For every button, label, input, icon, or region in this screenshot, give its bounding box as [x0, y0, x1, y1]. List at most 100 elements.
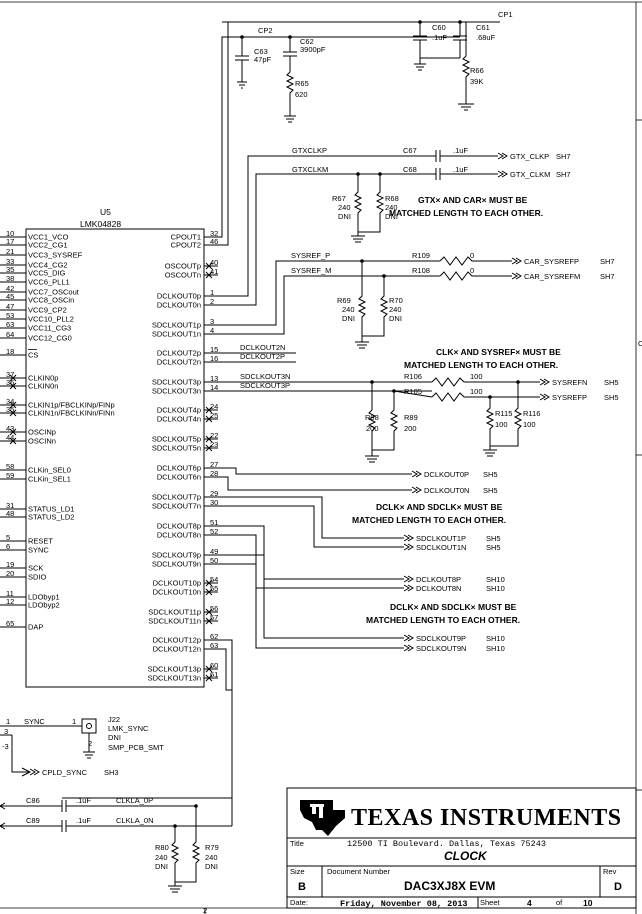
ic-pin-name: DCLKOUT4p — [157, 406, 201, 415]
offpage-net-name: SDCLKOUT9P — [416, 634, 466, 643]
offpage-sheet-ref: SH5 — [483, 470, 498, 479]
label-c86: C86 — [26, 796, 40, 805]
offpage-net-name: SYSREFN — [552, 378, 587, 387]
ic-pin-number: 33 — [6, 257, 14, 266]
sheet-total: 10 — [583, 898, 593, 908]
net-sysref-p: SYSREF_P — [291, 251, 330, 260]
dni-r70: DNI — [389, 314, 402, 323]
value-r105: 100 — [470, 387, 483, 396]
sheet-label: Sheet — [480, 898, 501, 907]
value-c63: 47pF — [254, 55, 272, 64]
pin-j22-1: 1 — [72, 717, 76, 726]
label-r69: R69 — [337, 296, 351, 305]
label-c89: C89 — [26, 816, 40, 825]
offpage-sheet-ref: SH3 — [104, 768, 119, 777]
offpage-cpld-sync[interactable]: CPLD_SYNC SH3 — [29, 768, 119, 777]
ic-pin-number: 63 — [210, 641, 218, 650]
ic-pin-name: OSCINn — [28, 437, 56, 446]
ic-pin-name: VCC4_CG2 — [28, 261, 68, 270]
note-dclk-sdclk-a: DCLK× AND SDCLK× MUST BE — [376, 502, 503, 512]
offpage-net-name: GTX_CLKP — [510, 152, 549, 161]
value-c68: .1uF — [453, 165, 468, 174]
ic-pin-number: 12 — [6, 597, 14, 606]
ic-pin-name: RESET — [28, 537, 53, 546]
note-dclk-sdclk-b-2: MATCHED LENGTH TO EACH OTHER. — [366, 615, 520, 625]
ic-pin-number: 62 — [210, 632, 218, 641]
net-dclkout2n: DCLKOUT2N — [240, 343, 285, 352]
ic-pin-name: VCC7_OSCout — [28, 288, 80, 297]
label-j22: J22 — [108, 715, 120, 724]
ic-pin-name: DAP — [28, 623, 43, 632]
ic-pin-name: DCLKOUT12p — [153, 636, 201, 645]
ic-pin-number: 22 — [210, 431, 218, 440]
ic-pin-name: SDCLKOUT7n — [152, 502, 201, 511]
pin-sync-m3: -3 — [2, 742, 9, 751]
ic-pin-number: 18 — [6, 347, 14, 356]
value-r68: 240 — [385, 203, 398, 212]
gtx-clock-section: GTXCLKP GTXCLKM C67 .1uF C68 .1uF R67 24… — [204, 146, 543, 306]
rev-label: Rev — [603, 867, 617, 876]
ic-pin-number: 16 — [210, 354, 218, 363]
ic-pin-number: 40 — [210, 258, 218, 267]
offpage-sheet-ref: SH5 — [483, 486, 498, 495]
ic-pin-name: SDCLKOUT11p — [148, 608, 201, 617]
ic-pin-name: DCLKOUT10n — [153, 588, 201, 597]
ic-pin-number: 60 — [210, 661, 218, 670]
ic-pin-number: 6 — [6, 542, 10, 551]
ic-pin-number: 11 — [6, 589, 14, 598]
ic-pin-number: 10 — [6, 229, 14, 238]
pin-sync-3: 3 — [4, 727, 8, 736]
ic-pin-number: 43 — [6, 424, 14, 433]
label-r70: R70 — [389, 296, 403, 305]
ic-pin-number: 13 — [210, 374, 218, 383]
size-label: Size — [290, 867, 305, 876]
ic-pin-name: CPOUT1 — [171, 233, 201, 242]
loop-filter-cp2: CP2 CP1 C63 47pF C62 3900pF R65 620 C60 — [204, 10, 513, 246]
ic-pin-number: 32 — [210, 229, 218, 238]
ic-pin-name: SDCLKOUT5p — [152, 435, 201, 444]
ic-pin-number: 52 — [210, 527, 218, 536]
ic-pin-number: 20 — [6, 569, 14, 578]
note-dclk-sdclk-b: DCLK× AND SDCLK× MUST BE — [390, 602, 517, 612]
offpage-net-name: CPLD_SYNC — [42, 768, 88, 777]
offpage-dclkout0p[interactable]: DCLKOUT0P SH5 — [411, 470, 498, 479]
label-c67: C67 — [403, 146, 417, 155]
offpage-net-name: DCLKOUT0P — [424, 470, 469, 479]
document-number: DAC3XJ8X EVM — [404, 879, 495, 893]
net-cp1: CP1 — [498, 10, 513, 19]
offpage-net-name: SDCLKOUT9N — [416, 644, 466, 653]
offpage-sheet-ref: SH7 — [600, 272, 615, 281]
title-block: TEXAS INSTRUMENTS Title 12500 TI Bouleva… — [286, 787, 637, 909]
ic-pin-number: 5 — [6, 533, 10, 542]
ic-pin-name: VCC8_OSCin — [28, 296, 74, 305]
ic-pin-number: 58 — [6, 462, 14, 471]
ic-pin-number: 65 — [6, 619, 14, 628]
of-label: of — [556, 898, 563, 907]
offpage-net-name: SYSREFP — [552, 393, 587, 402]
ic-pin-name: VCC6_PLL1 — [28, 278, 70, 287]
ic-pin-number: 28 — [210, 469, 218, 478]
value-c62: 3900pF — [300, 45, 326, 54]
ic-pin-number: 48 — [6, 509, 14, 518]
pin-j22-2: 2 — [88, 739, 92, 748]
ic-pin-number: 25 — [210, 411, 218, 420]
ic-pin-number: 38 — [6, 274, 14, 283]
ic-pin-number: 14 — [210, 383, 218, 392]
offpage-net-name: GTX_CLKM — [510, 170, 550, 179]
label-c61: C61 — [476, 23, 490, 32]
value-c61: .68uF — [476, 33, 496, 42]
